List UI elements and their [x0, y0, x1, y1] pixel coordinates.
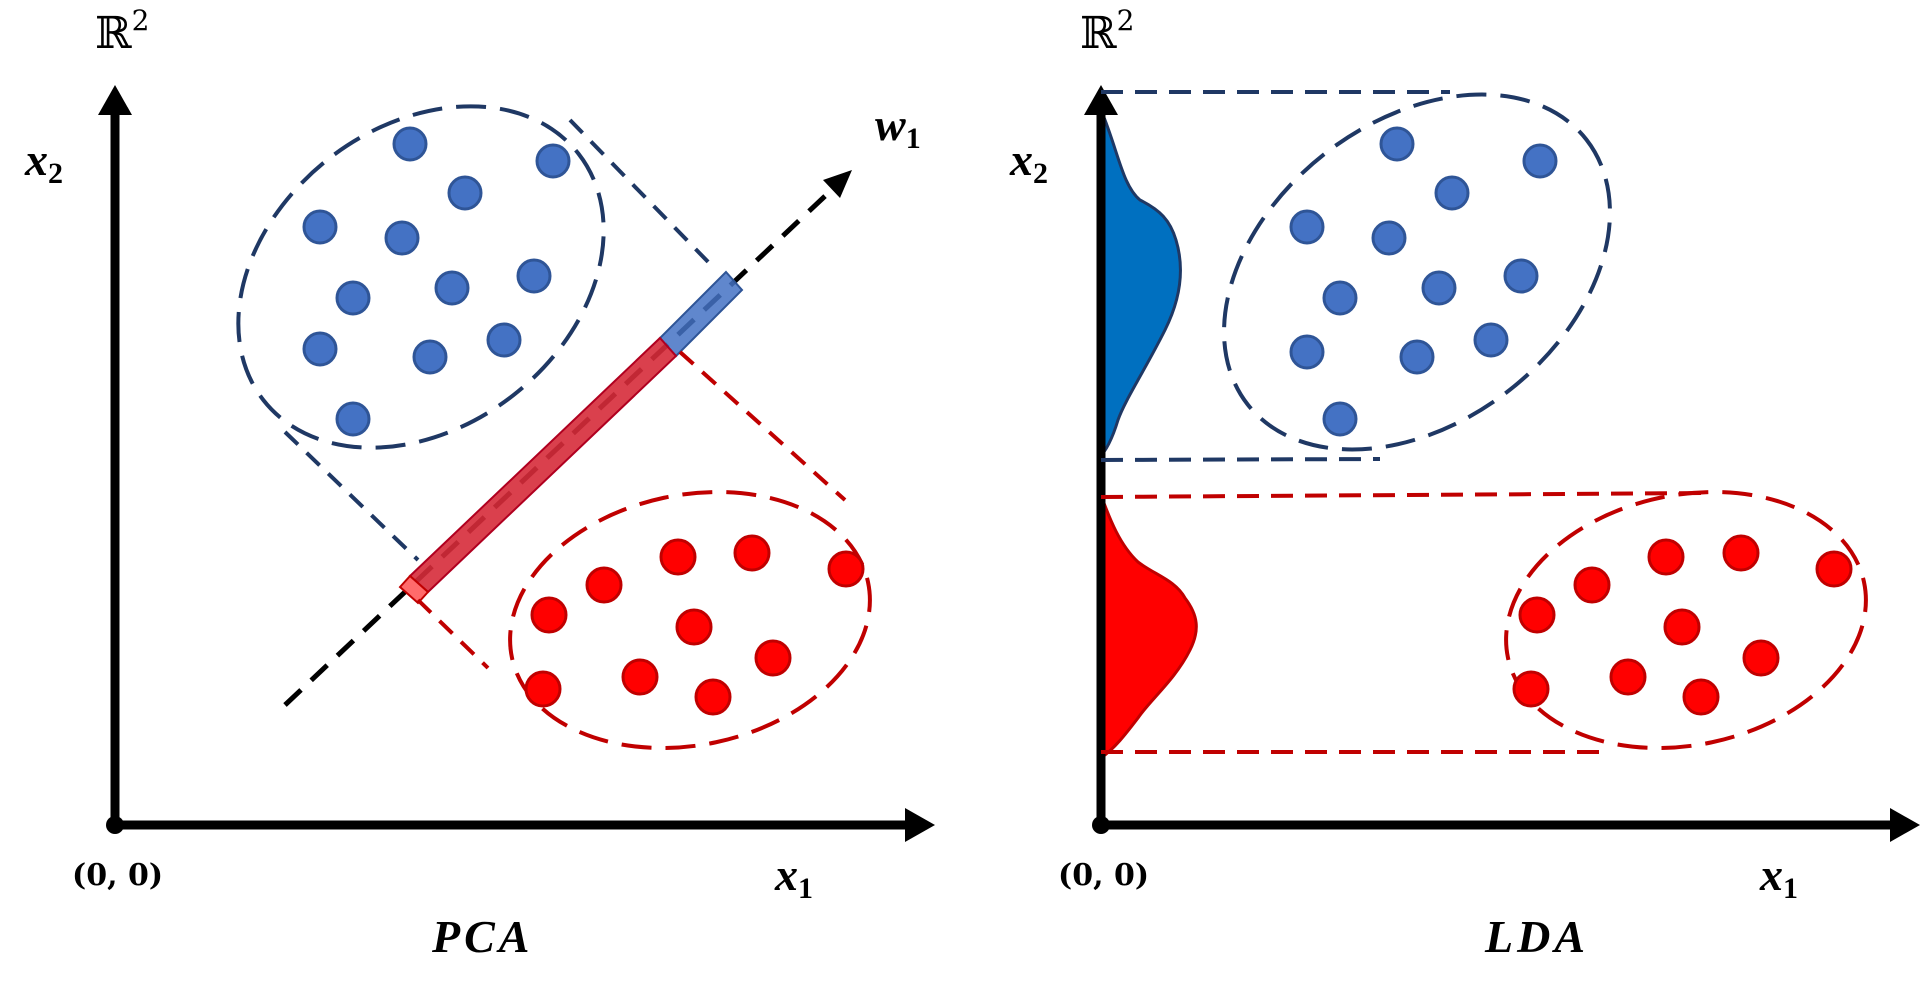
- lda-blue-guide-bottom: [1100, 457, 1381, 462]
- lda-blue-point: [1322, 401, 1358, 437]
- lda-blue-point: [1421, 270, 1457, 306]
- lda-panel: ℝ2 x2 x1 (0, 0) LDA: [1009, 4, 1920, 962]
- lda-x-axis-label: x1: [1759, 849, 1798, 905]
- pca-blue-projection-bar: [658, 270, 744, 358]
- pca-blue-guide-bottom: [283, 430, 420, 562]
- pca-red-point: [659, 538, 697, 576]
- pca-red-point: [827, 550, 865, 588]
- lda-blue-point: [1289, 334, 1325, 370]
- lda-space-label: ℝ2: [1080, 4, 1134, 59]
- lda-origin-dot: [1092, 816, 1110, 834]
- lda-red-point: [1815, 550, 1853, 588]
- pca-red-point: [754, 639, 792, 677]
- lda-red-point: [1518, 596, 1556, 634]
- lda-red-point: [1682, 678, 1720, 716]
- pca-red-point: [530, 596, 568, 634]
- pca-red-point: [694, 678, 732, 716]
- pca-blue-guide-top: [568, 118, 716, 270]
- pca-blue-point: [447, 175, 483, 211]
- lda-blue-point: [1371, 220, 1407, 256]
- pca-blue-points: [302, 126, 571, 437]
- lda-blue-point: [1289, 209, 1325, 245]
- lda-blue-points: [1289, 126, 1558, 437]
- pca-red-projection-end: [398, 574, 430, 605]
- pca-blue-point: [384, 220, 420, 256]
- lda-y-axis-label: x2: [1009, 134, 1048, 190]
- pca-red-point: [585, 566, 623, 604]
- pca-panel: ℝ2 x2 x1 (0, 0) PCA w1: [24, 4, 935, 962]
- lda-caption: LDA: [1484, 911, 1589, 962]
- lda-blue-cluster-boundary: [1222, 92, 1612, 452]
- pca-blue-point: [302, 209, 338, 245]
- pca-blue-point: [516, 258, 552, 294]
- pca-red-projection-bar: [408, 336, 678, 594]
- pca-origin-dot: [106, 816, 124, 834]
- pca-red-cluster-boundary: [508, 490, 872, 750]
- lda-red-point: [1722, 534, 1760, 572]
- lda-blue-point: [1473, 322, 1509, 358]
- pca-blue-point: [335, 401, 371, 437]
- lda-blue-point: [1522, 143, 1558, 179]
- lda-red-points: [1512, 534, 1853, 716]
- pca-red-point: [733, 534, 771, 572]
- pca-caption: PCA: [431, 911, 533, 962]
- lda-red-point: [1742, 639, 1780, 677]
- lda-y-axis-arrowhead: [1084, 85, 1118, 115]
- lda-blue-point: [1399, 339, 1435, 375]
- lda-blue-point: [1503, 258, 1539, 294]
- lda-red-point: [1573, 566, 1611, 604]
- pca-direction-arrowhead: [823, 170, 852, 198]
- pca-blue-point: [302, 331, 338, 367]
- pca-origin-label: (0, 0): [72, 858, 163, 893]
- pca-red-guide-bottom: [416, 598, 490, 670]
- pca-blue-point: [434, 270, 470, 306]
- lda-x-axis-arrowhead: [1890, 808, 1920, 842]
- lda-red-point: [1512, 670, 1550, 708]
- pca-space-label: ℝ2: [95, 4, 149, 59]
- lda-blue-point: [1434, 175, 1470, 211]
- pca-blue-point: [486, 322, 522, 358]
- lda-red-cluster-boundary: [1504, 490, 1868, 750]
- lda-red-point: [1609, 658, 1647, 696]
- pca-red-point: [524, 670, 562, 708]
- lda-red-density: [1099, 494, 1198, 761]
- lda-red-point: [1663, 608, 1701, 646]
- pca-blue-point: [335, 280, 371, 316]
- pca-y-axis-label: x2: [24, 134, 63, 190]
- pca-red-guide-top: [678, 350, 847, 502]
- pca-x-axis-label: x1: [774, 849, 813, 905]
- lda-blue-density: [1099, 109, 1182, 459]
- lda-red-point: [1647, 538, 1685, 576]
- lda-red-guide-top: [1100, 491, 1711, 499]
- pca-x-axis-arrowhead: [905, 808, 935, 842]
- lda-origin-label: (0, 0): [1058, 858, 1149, 893]
- pca-blue-point: [392, 126, 428, 162]
- pca-blue-point: [535, 143, 571, 179]
- pca-blue-cluster-boundary: [236, 104, 606, 450]
- lda-blue-point: [1379, 126, 1415, 162]
- pca-red-point: [621, 658, 659, 696]
- lda-blue-point: [1322, 280, 1358, 316]
- pca-y-axis-arrowhead: [98, 85, 132, 115]
- pca-blue-point: [412, 339, 448, 375]
- pca-direction-label: w1: [875, 99, 921, 155]
- pca-red-point: [675, 608, 713, 646]
- pca-red-points: [524, 534, 865, 716]
